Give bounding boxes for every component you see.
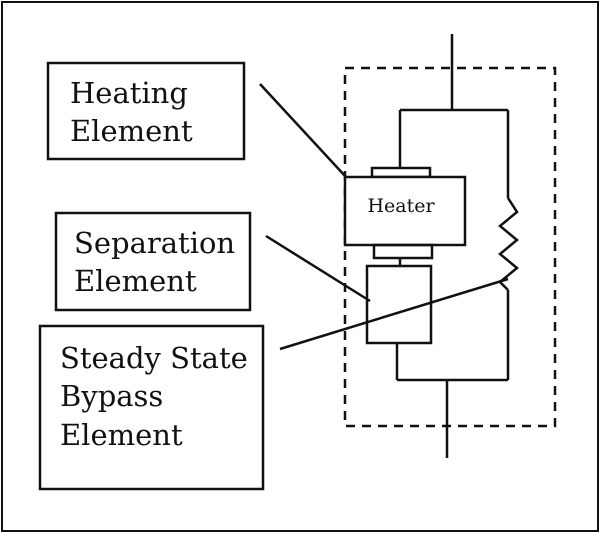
bypass-leader-line xyxy=(279,277,509,351)
heating-label-line-2: Element xyxy=(70,114,193,148)
separation-leader-line xyxy=(265,234,371,303)
separation-element-box xyxy=(365,264,433,345)
heating-label-line-1: Heating xyxy=(70,76,188,110)
heater-top-cap xyxy=(370,166,432,179)
separation-label-line-1: Separation xyxy=(74,226,235,260)
separation-element-label-box xyxy=(54,211,252,312)
heating-element-label: Heating Element xyxy=(70,76,197,148)
heater-label: Heater xyxy=(367,195,435,217)
heating-leader-line xyxy=(259,83,347,178)
dashed-enclosure xyxy=(343,66,557,428)
heater-bottom-cap xyxy=(372,243,434,260)
heating-element-label-box xyxy=(46,61,246,161)
bypass-element-label: Steady State Bypass Element xyxy=(60,341,257,452)
separation-element-label: Separation Element xyxy=(74,226,244,298)
bypass-label-line-3: Element xyxy=(60,418,183,452)
bypass-element-label-box xyxy=(38,324,265,491)
bypass-resistor xyxy=(498,197,519,291)
bypass-label-line-1: Steady State xyxy=(60,341,248,375)
separation-label-line-2: Element xyxy=(74,264,197,298)
bypass-label-line-2: Bypass xyxy=(60,379,163,413)
heater-box xyxy=(343,175,467,247)
